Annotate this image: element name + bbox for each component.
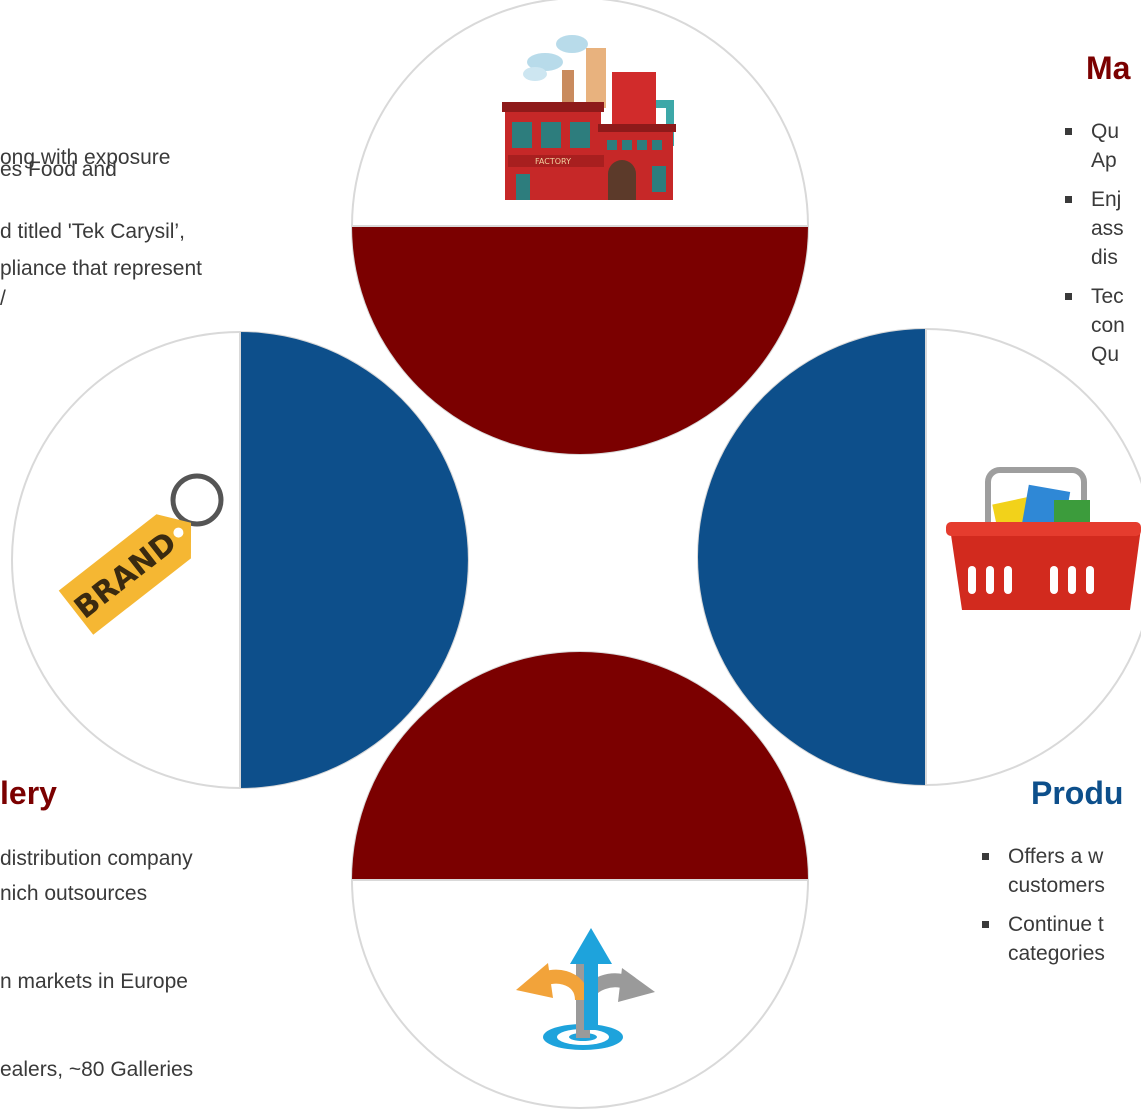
right-bottom-heading: Produ bbox=[1031, 775, 1124, 811]
left-bottom-line-3: n markets in Europe bbox=[0, 970, 188, 993]
left-bottom-line-2: nich outsources bbox=[0, 882, 148, 905]
left-top-line-5: / bbox=[0, 287, 6, 310]
factory-sign-text: FACTORY bbox=[535, 157, 571, 166]
left-top-line-4: pliance that represent bbox=[0, 257, 202, 280]
factory-icon: FACTORY bbox=[502, 35, 676, 200]
left-bottom-line-1: distribution company bbox=[0, 847, 193, 870]
right-top-heading: Ma bbox=[1086, 50, 1131, 86]
direction-arrows-icon bbox=[516, 928, 655, 1050]
bottom-circle bbox=[351, 651, 809, 1109]
top-circle bbox=[351, 0, 809, 455]
left-bottom-heading: lery bbox=[0, 775, 57, 811]
left-top-line-3: d titled 'Tek Carysil’, bbox=[0, 220, 185, 243]
right-circle bbox=[697, 328, 1141, 786]
left-circle bbox=[11, 331, 469, 789]
left-bottom-line-4: ealers, ~80 Galleries bbox=[0, 1058, 194, 1081]
left-top-line-1: ong with exposure bbox=[0, 146, 171, 169]
shopping-basket-icon bbox=[946, 467, 1141, 610]
left-top-line-2: es Food and bbox=[0, 158, 117, 181]
